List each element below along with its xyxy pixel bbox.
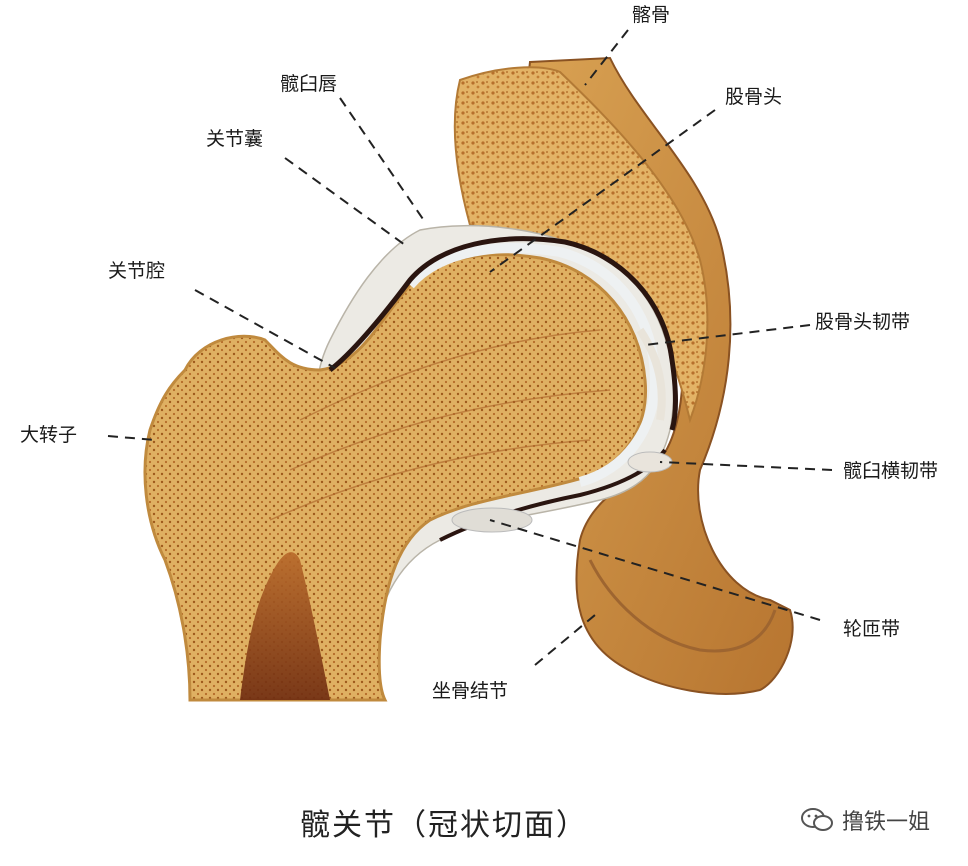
wechat-icon: [801, 808, 833, 831]
label-femoral-head: 股骨头: [725, 86, 783, 108]
trabecular-lines: [269, 329, 611, 521]
femur-proximal: [143, 253, 648, 702]
transverse-acetabular-ligament: [627, 451, 673, 473]
figure-caption: 髋关节（冠状切面）: [300, 808, 588, 843]
label-ligament-of-head: 股骨头韧带: [815, 311, 911, 333]
medullary-canal: [240, 552, 330, 700]
label-joint-capsule: 关节囊: [206, 128, 264, 150]
label-acetabular-labrum: 髋臼唇: [280, 73, 338, 95]
femoral-head-cartilage: [406, 243, 661, 487]
watermark-text: 撸铁一姐: [842, 810, 931, 835]
label-greater-trochanter: 大转子: [20, 424, 78, 446]
label-ischial-tuberosity: 坐骨结节: [432, 680, 509, 702]
label-joint-cavity: 关节腔: [108, 260, 166, 282]
joint-cavity-line: [328, 236, 678, 431]
ligament-of-head: [636, 327, 666, 421]
ischial-tuberosity: [588, 559, 777, 653]
watermark: 撸铁一姐: [800, 804, 930, 836]
label-transverse-acetabular-ligament: 髋臼横韧带: [843, 460, 939, 482]
leader-lines: [107, 29, 833, 666]
label-ilium: 髂骨: [632, 4, 671, 26]
label-zona-orbicularis: 轮匝带: [843, 618, 901, 640]
